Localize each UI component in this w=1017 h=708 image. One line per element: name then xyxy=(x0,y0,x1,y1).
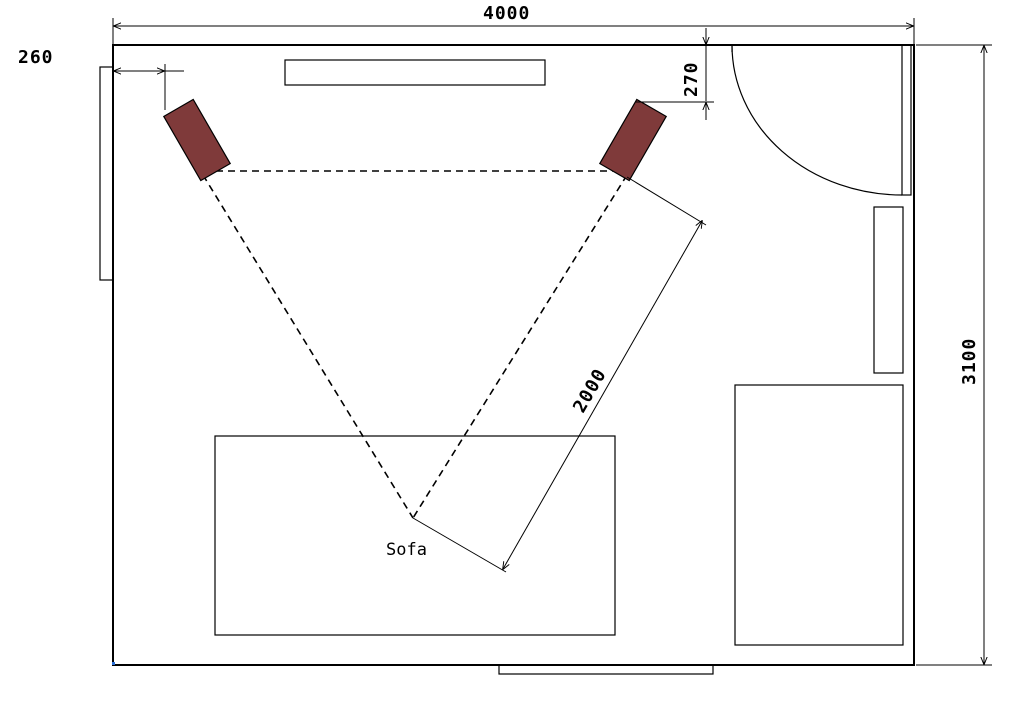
room-depth-label: 3100 xyxy=(959,338,980,385)
speaker-side-offset-dimension: 260 xyxy=(18,47,184,110)
door-swing-arc xyxy=(731,44,903,196)
room-width-dimension: 4000 xyxy=(112,3,915,44)
bottom-window xyxy=(498,664,714,675)
speaker-front-offset-dimension: 270 xyxy=(636,28,714,120)
side-cabinet xyxy=(873,206,904,374)
door-leaf xyxy=(901,44,912,196)
left-window xyxy=(99,66,114,281)
sofa-label: Sofa xyxy=(386,540,427,560)
corner-marker xyxy=(112,662,115,665)
right-listening-line xyxy=(412,174,628,519)
stereo-triangle xyxy=(202,170,628,519)
bed xyxy=(734,384,904,646)
left-speaker xyxy=(162,98,232,182)
room-depth-dimension: 3100 xyxy=(916,44,992,666)
door xyxy=(731,44,912,196)
speaker-front-offset-label: 270 xyxy=(681,61,702,97)
room-width-label: 4000 xyxy=(483,3,530,24)
left-listening-line xyxy=(202,174,414,519)
speaker-side-offset-label: 260 xyxy=(18,47,54,68)
wall-shelf xyxy=(284,59,546,86)
room-walls xyxy=(112,44,915,666)
sofa xyxy=(214,435,616,636)
right-speaker xyxy=(598,98,668,182)
listening-distance-dimension: 2000 xyxy=(412,176,707,573)
